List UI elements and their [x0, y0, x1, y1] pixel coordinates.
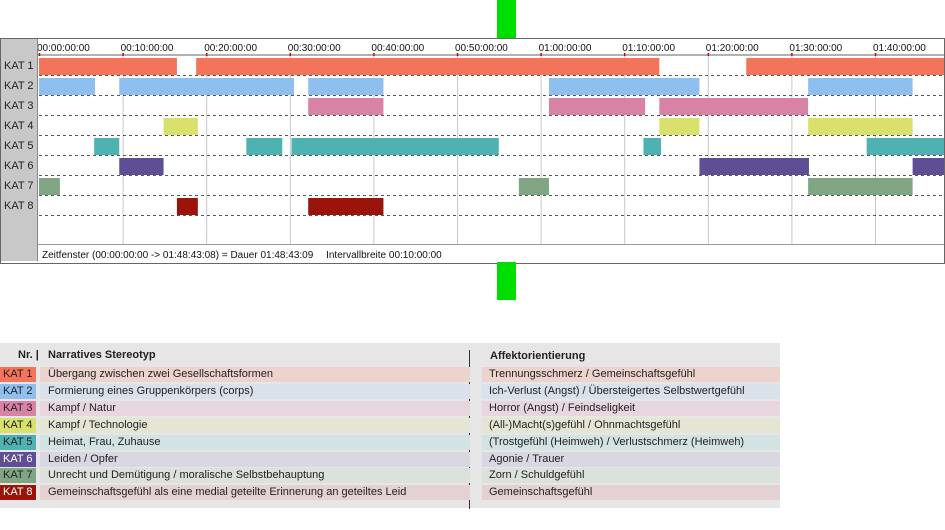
time-window-text: Zeitfenster (00:00:00:00 -> 01:48:43:08)… [42, 250, 314, 261]
legend-affect-text: Zorn / Schuldgefühl [482, 468, 780, 484]
segment-bar [39, 78, 96, 95]
segment-bar [176, 198, 198, 215]
segment-bar [659, 98, 809, 115]
timeline-plot: 00:00:00:00 00:10:00:00 00:20:00:00 00:30:0… [37, 43, 944, 244]
tick-label: 01:00:00:00 [539, 43, 592, 54]
category-row-label: KAT 5 [4, 140, 34, 152]
segment-bar [119, 78, 294, 95]
legend-stereotype-text: Heimat, Frau, Zuhause [40, 434, 470, 450]
segment-bar [659, 118, 700, 135]
timeline-chart: 00:00:00:00 00:10:00:00 00:20:00:00 00:30:0… [0, 38, 945, 264]
category-legend-table: Nr. | Narratives Stereotyp Affektorienti… [0, 343, 780, 509]
legend-header-affect: Affektorientierung [490, 350, 586, 362]
segment-bar [196, 58, 660, 75]
category-row-label: KAT 2 [4, 80, 34, 92]
legend-category-code: KAT 1 [0, 367, 36, 382]
segment-bar [518, 178, 549, 195]
interval-width-text: Intervallbreite 00:10:00:00 [326, 250, 442, 261]
segment-bar [39, 178, 60, 195]
legend-category-code: KAT 2 [0, 383, 36, 399]
legend-stereotype-text: Kampf / Natur [40, 400, 470, 416]
category-label-column: KAT 1 KAT 2 KAT 3 KAT 4 KAT 5 KAT 6 KAT 7 KAT 8 [1, 39, 38, 261]
legend-affect-text: Gemeinschaftsgefühl [482, 485, 780, 501]
segment-bar [246, 138, 283, 155]
segment-bar [643, 138, 661, 155]
tick-label: 00:10:00:00 [121, 43, 174, 54]
tick-label: 00:30:00:00 [288, 43, 341, 54]
segment-bar [548, 78, 700, 95]
legend-stereotype-text: Übergang zwischen zwei Gesellschaftsform… [40, 367, 470, 382]
legend-row: KAT 1 Übergang zwischen zwei Gesellschaft… [0, 367, 780, 383]
legend-stereotype-text: Gemeinschaftsgefühl als eine medial gete… [40, 485, 470, 501]
segment-bar [308, 78, 384, 95]
tick-label: 00:40:00:00 [371, 43, 424, 54]
segment-bar [808, 118, 913, 135]
segment-bar [308, 98, 384, 115]
legend-stereotype-text: Formierung eines Gruppenkörpers (corps) [40, 383, 470, 399]
segment-bar [548, 98, 646, 115]
timeline-footer: Zeitfenster (00:00:00:00 -> 01:48:43:08)… [42, 250, 452, 261]
legend-affect-text: Agonie / Trauer [482, 451, 780, 467]
tick-label: 00:50:00:00 [455, 43, 508, 54]
tick-label: 01:30:00:00 [789, 43, 842, 54]
segment-bar [699, 158, 809, 175]
playhead-marker-bottom[interactable] [497, 262, 516, 300]
legend-affect-text: (All-)Macht(s)gefühl / Ohnmachtsgefühl [482, 417, 780, 433]
legend-category-code: KAT 6 [0, 451, 36, 467]
segment-bar [912, 158, 944, 175]
segment-bar [808, 178, 913, 195]
tick-label: 00:00:00:00 [37, 43, 90, 54]
tick-label: 01:20:00:00 [706, 43, 759, 54]
legend-category-code: KAT 5 [0, 434, 36, 450]
legend-affect-text: Ich-Verlust (Angst) / Übersteigertes Sel… [482, 383, 780, 399]
segment-bar [119, 158, 164, 175]
segment-bar [746, 58, 944, 75]
segment-bar [308, 198, 384, 215]
legend-category-code: KAT 4 [0, 417, 36, 433]
category-row-label: KAT 7 [4, 180, 34, 192]
footer-divider [38, 244, 944, 245]
legend-header-stereotype: Narratives Stereotyp [48, 349, 156, 361]
legend-header-nr: Nr. | [18, 349, 39, 361]
tick-label: 01:10:00:00 [622, 43, 675, 54]
tick-label: 01:40:00:00 [873, 43, 926, 54]
segment-bar [163, 118, 198, 135]
legend-affect-text: Trennungsschmerz / Gemeinschaftsgefühl [482, 367, 780, 382]
legend-category-code: KAT 7 [0, 468, 36, 484]
legend-affect-text: Horror (Angst) / Feindseligkeit [482, 400, 780, 416]
tick-label: 00:20:00:00 [204, 43, 257, 54]
category-row-label: KAT 8 [4, 200, 34, 212]
legend-stereotype-text: Kampf / Technologie [40, 417, 470, 433]
segment-bar [94, 138, 120, 155]
segment-bar [808, 78, 913, 95]
legend-stereotype-text: Unrecht und Demütigung / moralische Selb… [40, 468, 470, 484]
category-row-label: KAT 6 [4, 160, 34, 172]
segment-bar [291, 138, 499, 155]
segment-bar [39, 58, 177, 75]
category-row-label: KAT 3 [4, 100, 34, 112]
playhead-marker-top[interactable] [497, 0, 516, 38]
legend-category-code: KAT 8 [0, 485, 36, 501]
legend-category-code: KAT 3 [0, 400, 36, 416]
category-row-label: KAT 4 [4, 120, 34, 132]
category-row-label: KAT 1 [4, 60, 34, 72]
legend-affect-text: (Trostgefühl (Heimweh) / Verlustschmerz … [482, 434, 780, 450]
segment-bar [866, 138, 944, 155]
legend-stereotype-text: Leiden / Opfer [40, 451, 470, 467]
